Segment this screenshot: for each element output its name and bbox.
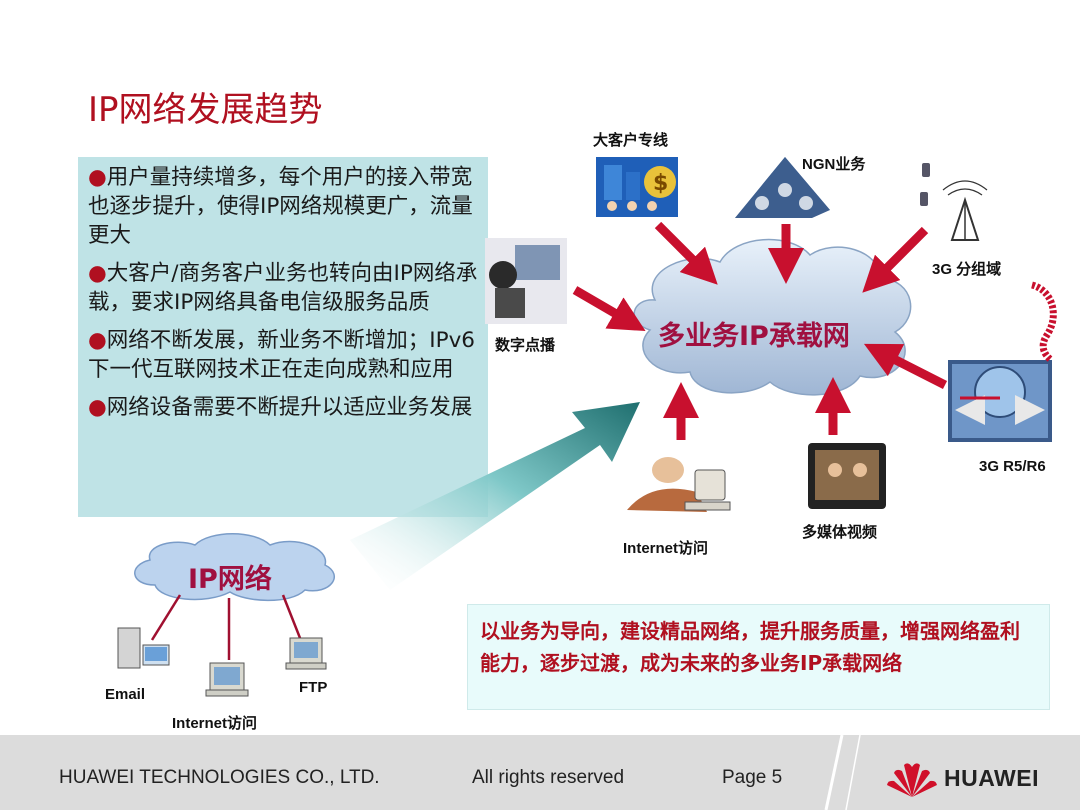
ip-network-links [150, 594, 302, 660]
ip-network-label: IP网络 [188, 564, 272, 595]
arrow-enterprise-line [654, 221, 718, 285]
email-computer-image [117, 627, 170, 669]
bullet-box: ●用户量持续增多，每个用户的接入带宽也逐步提升，使得IP网络规模更广，流量更大 … [78, 157, 488, 517]
multimedia-video-image [808, 443, 886, 509]
bullet-item: ●用户量持续增多，每个用户的接入带宽也逐步提升，使得IP网络规模更广，流量更大 [88, 165, 473, 248]
cloud-label: 多业务IP承载网 [658, 321, 850, 352]
slide-title: IP网络发展趋势 [88, 90, 323, 130]
bullet-item: ●网络不断发展，新业务不断增加；IPv6下一代互联网技术正在走向成熟和应用 [88, 328, 475, 382]
footer-divider-decoration [824, 735, 861, 810]
bullet-dot-icon: ● [88, 261, 107, 286]
bullet-dot-icon: ● [88, 395, 107, 420]
internet-computer-image [205, 662, 249, 697]
huawei-logo-icon [887, 763, 937, 797]
label-ftp: FTP [299, 679, 328, 696]
label-internet-access: Internet访问 [623, 540, 709, 557]
label-ngn: NGN业务 [802, 156, 866, 173]
ftp-computer-image [285, 637, 327, 670]
enterprise-line-image: $ [596, 157, 678, 217]
evolution-arrow [350, 402, 640, 590]
huawei-logo-text: HUAWEI [944, 765, 1039, 791]
footer-rights: All rights reserved [472, 767, 625, 788]
footer-company: HUAWEI TECHNOLOGIES CO., LTD. [59, 767, 380, 788]
label-digital-vod: 数字点播 [495, 337, 556, 354]
arrow-digital-vod [572, 286, 646, 332]
digital-vod-image [485, 238, 567, 324]
ip-network-cloud [134, 533, 335, 602]
bullet-item: ●网络设备需要不断提升以适应业务发展 [88, 395, 473, 420]
strategy-quote-box: 以业务为导向，建设精品网络，提升服务质量，增强网络盈利能力，逐步过渡，成为未来的… [467, 604, 1050, 710]
arrow-3g-packet [862, 226, 929, 293]
label-email: Email [105, 686, 146, 703]
svg-text:$: $ [653, 171, 668, 196]
label-3g-r5r6: 3G R5/R6 [979, 458, 1046, 475]
label-multimedia-video: 多媒体视频 [802, 524, 878, 541]
bullet-dot-icon: ● [88, 165, 107, 190]
label-enterprise-line: 大客户专线 [593, 132, 669, 149]
label-ip-internet-access: Internet访问 [172, 715, 258, 732]
arrow-3g-r5r6 [863, 343, 948, 390]
bullet-item: ●大客户/商务客户业务也转向由IP网络承载，要求IP网络具备电信级服务品质 [88, 261, 478, 315]
footer-bar: HUAWEI TECHNOLOGIES CO., LTD. All rights… [0, 735, 1080, 810]
label-3g-packet: 3G 分组域 [932, 261, 1002, 278]
bullet-dot-icon: ● [88, 328, 107, 353]
strategy-quote-text: 以业务为导向，建设精品网络，提升服务质量，增强网络盈利能力，逐步过渡，成为未来的… [480, 619, 1020, 675]
3g-r5r6-image [948, 281, 1057, 442]
footer-page-number: Page 5 [722, 767, 783, 788]
internet-access-person-image [627, 457, 731, 512]
ngn-pyramid-image [735, 157, 830, 218]
3g-antenna-image [920, 163, 988, 241]
